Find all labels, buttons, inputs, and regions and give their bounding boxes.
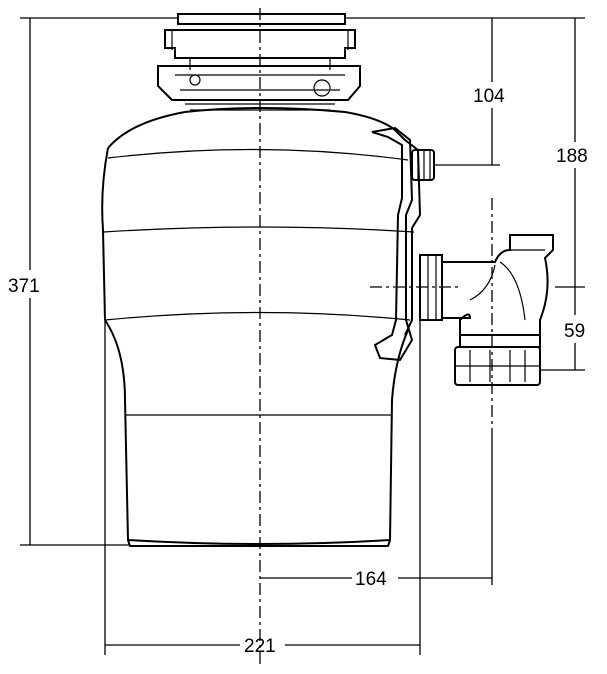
dimension-body-width: 221 <box>244 636 276 657</box>
outlet-elbow <box>419 234 554 386</box>
centerlines <box>259 8 493 665</box>
disposer-body <box>101 13 422 547</box>
dishwasher-inlet <box>411 149 435 181</box>
dimension-outlet-drop: 59 <box>564 321 585 342</box>
dimension-inlet-height: 104 <box>473 86 505 107</box>
dimension-total-height: 371 <box>8 276 40 297</box>
dimension-lines <box>20 17 585 655</box>
dimension-outlet-height: 188 <box>556 146 588 167</box>
dimension-outlet-offset: 164 <box>355 569 387 590</box>
